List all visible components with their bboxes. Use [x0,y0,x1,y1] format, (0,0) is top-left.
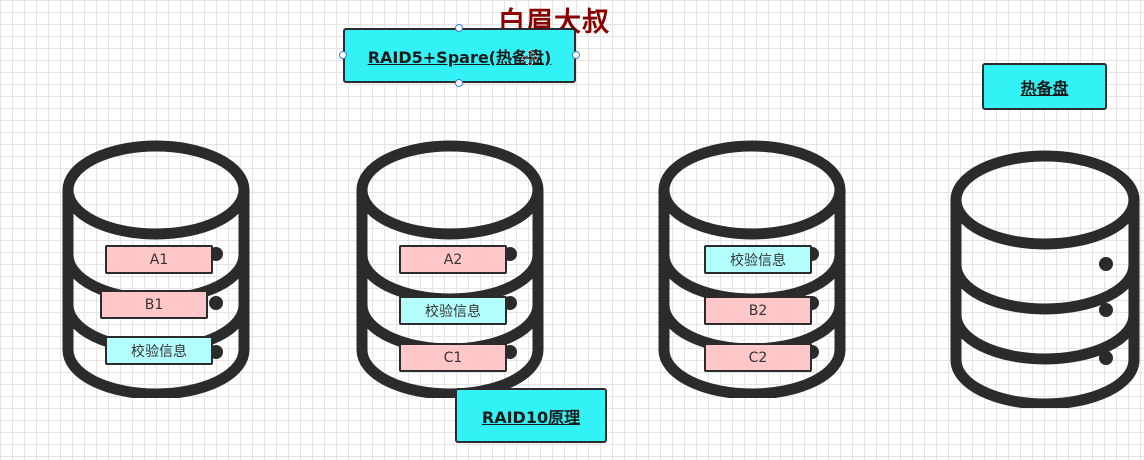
block-text: 校验信息 [131,343,187,360]
disk-3-block-1[interactable]: 校验信息 [704,245,812,274]
disk-2-block-2[interactable]: 校验信息 [399,296,507,325]
block-text: 校验信息 [425,303,481,320]
move-cursor-icon [522,50,538,66]
label-raid5-spare[interactable]: RAID5+Spare(热备盘) [343,28,576,83]
resize-handle-bottom[interactable] [455,79,463,87]
disk-1-block-3[interactable]: 校验信息 [105,336,213,365]
label-raid10[interactable]: RAID10原理 [455,388,607,443]
label-raid10-text: RAID10原理 [481,407,581,427]
label-hot-spare-text: 热备盘 [1020,78,1069,98]
disk-hot-spare-icon [950,150,1140,408]
disk-3-block-3[interactable]: C2 [704,343,812,372]
resize-handle-top[interactable] [455,24,463,32]
block-text: B2 [748,302,768,319]
block-text: 校验信息 [730,252,786,269]
block-text: B1 [144,296,164,313]
disk-3-block-2[interactable]: B2 [704,296,812,325]
block-text: A1 [149,251,169,268]
resize-handle-right[interactable] [572,51,580,59]
disk-1-block-1[interactable]: A1 [105,245,213,274]
block-text: C1 [443,349,463,366]
block-text: A2 [443,251,463,268]
disk-2-block-3[interactable]: C1 [399,343,507,372]
label-hot-spare[interactable]: 热备盘 [982,63,1107,110]
label-raid5-spare-text: RAID5+Spare(热备盘) [367,47,552,67]
disk-1-block-2[interactable]: B1 [100,290,208,319]
resize-handle-left[interactable] [339,51,347,59]
block-text: C2 [748,349,768,366]
disk-2-block-1[interactable]: A2 [399,245,507,274]
